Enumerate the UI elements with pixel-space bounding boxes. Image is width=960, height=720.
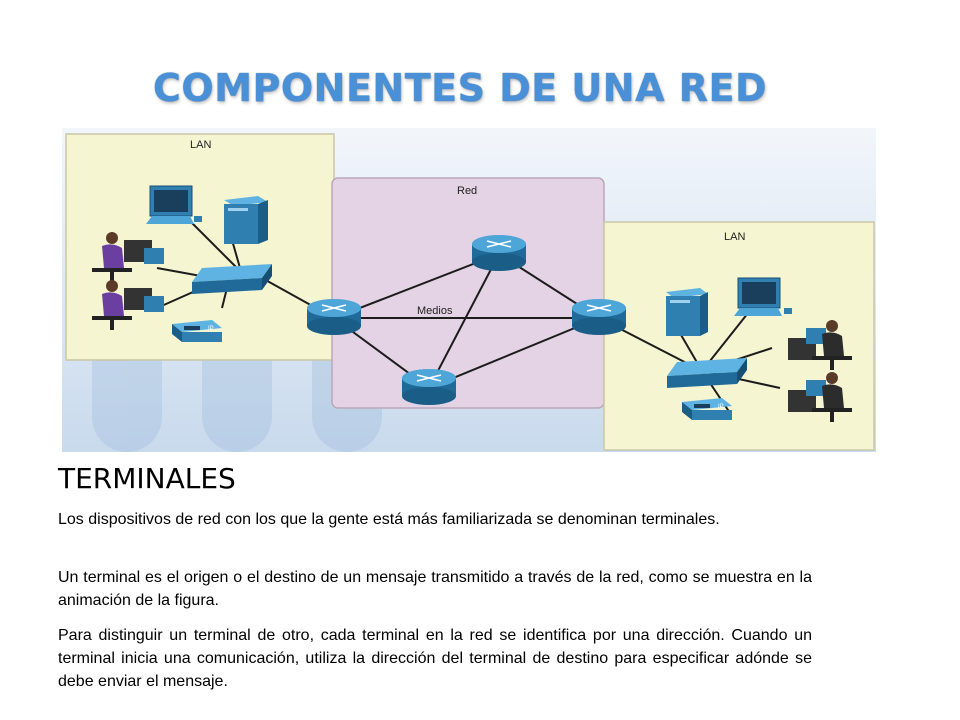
slide-title: COMPONENTES DE UNA RED [153,66,767,110]
router-left-icon [307,299,361,335]
server-icon [666,288,708,336]
paragraph-3: Para distinguir un terminal de otro, cad… [58,627,812,690]
router-bottom-icon [402,369,456,405]
user-workstation-icon [92,232,164,282]
network-diagram: LAN Red LAN Medios [62,128,876,452]
user-workstation-icon [788,320,852,370]
ip-phone-label: IP [718,404,724,410]
network-zone [331,177,605,409]
ip-phone-label: IP [208,326,214,332]
switch-right-icon [667,358,747,388]
ip-phone-icon: IP [172,320,222,342]
switch-left-icon [192,264,272,294]
desktop-pc-icon [734,277,792,316]
network-label: Red [457,185,477,197]
router-top-icon [472,235,526,271]
server-icon [224,196,268,244]
lan-right-label: LAN [724,231,745,243]
desktop-pc-icon [146,185,202,224]
paragraph-2: Un terminal es el origen o el destino de… [58,569,812,609]
media-label: Medios [417,305,453,317]
user-workstation-icon [788,372,852,422]
router-right-icon [572,299,626,335]
section-title: TERMINALES [58,462,236,495]
ip-phone-icon: IP [682,398,732,420]
paragraph-1: Los dispositivos de red con los que la g… [58,511,720,528]
lan-left-label: LAN [190,139,211,151]
user-workstation-icon [92,280,164,330]
